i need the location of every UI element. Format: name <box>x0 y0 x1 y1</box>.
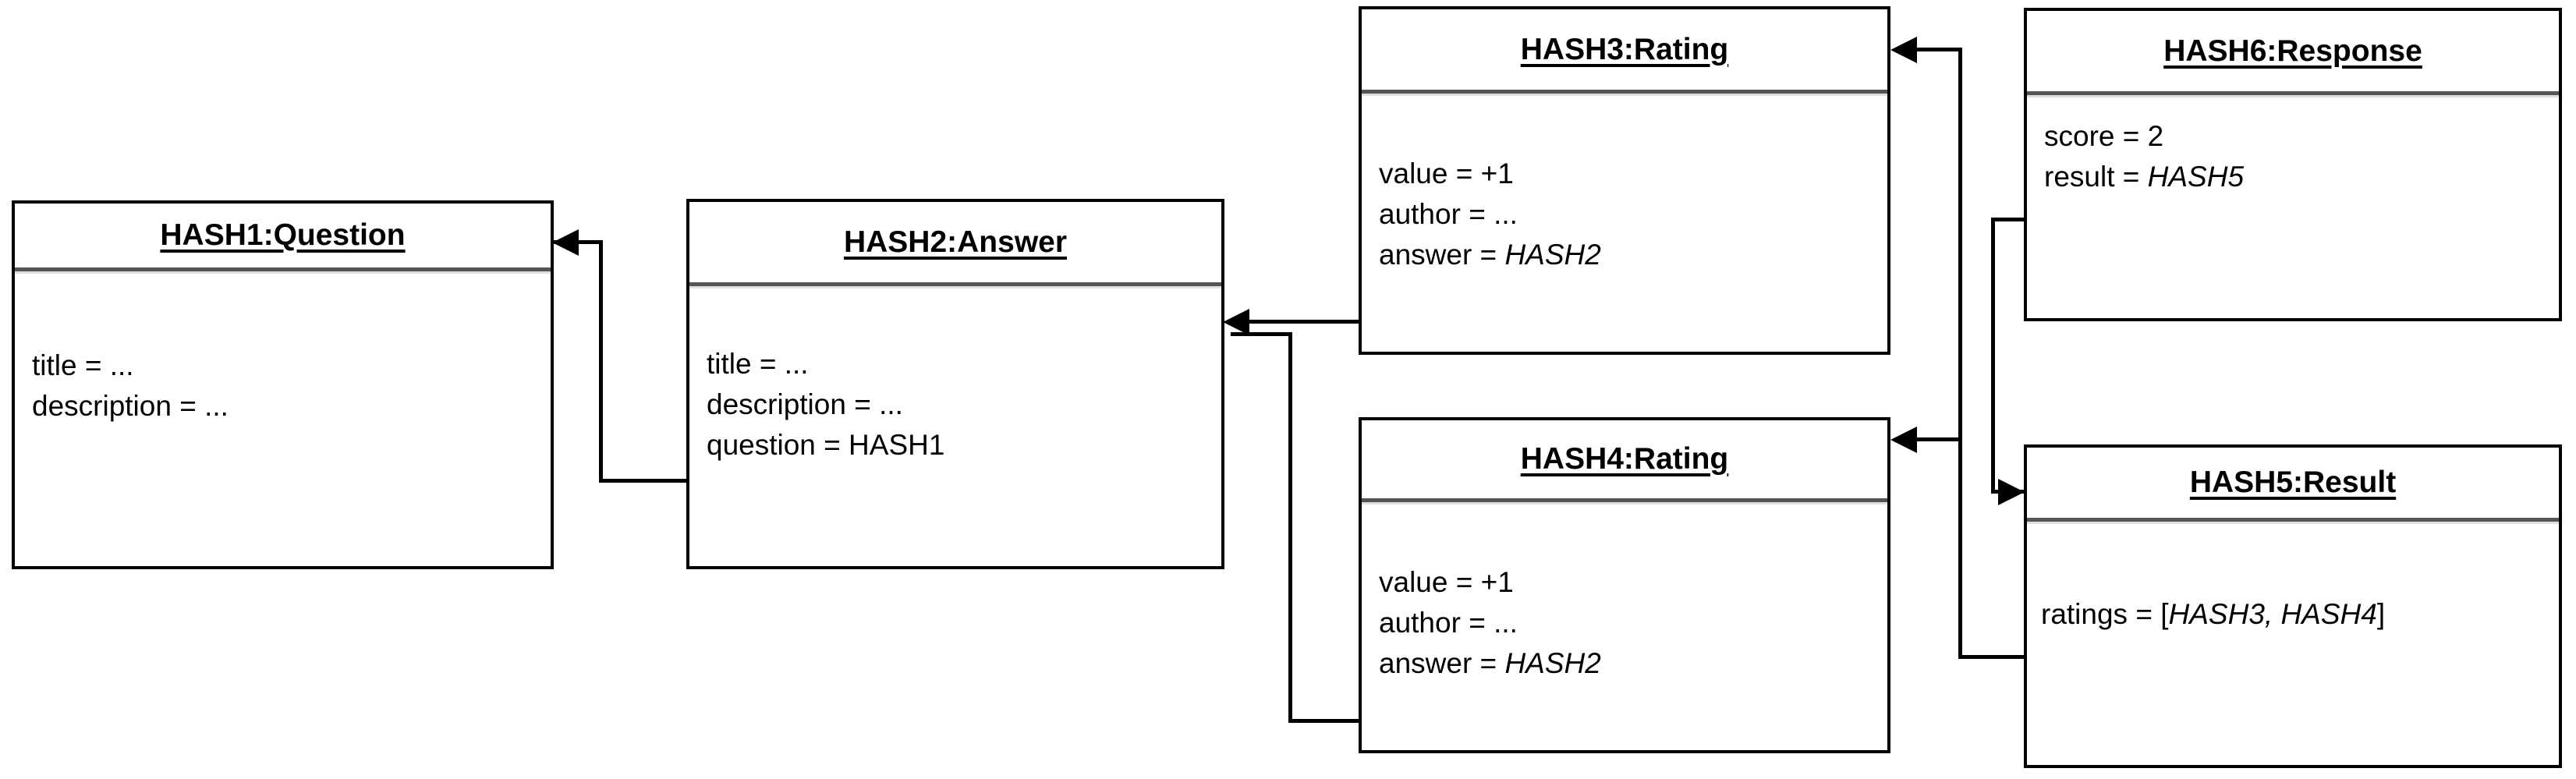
attribute-result-ref: HASH5 <box>2147 161 2245 193</box>
link-hash2-hash1-segment-vertical <box>599 240 603 483</box>
object-divider-hash4 <box>1362 498 1887 505</box>
attribute-value: value = +1 <box>1379 158 1514 189</box>
object-attributes-hash2: title = ... description = ... question =… <box>707 344 1214 466</box>
object-attributes-hash3: value = +1 author = ... answer = HASH2 <box>1379 154 1880 275</box>
object-attributes-hash5: ratings = [HASH3, HASH4] <box>2041 594 2551 635</box>
link-hash4-hash2-segment-bottom <box>1288 719 1362 723</box>
object-divider-hash1 <box>15 267 551 274</box>
attribute-author: author = ... <box>1379 198 1518 230</box>
object-header-hash5: HASH5:Result <box>2027 448 2559 518</box>
object-attributes-hash4: value = +1 author = ... answer = HASH2 <box>1379 562 1880 684</box>
attribute-ratings-prefix: ratings = [ <box>2041 598 2169 630</box>
attribute-answer-label: answer = <box>1379 239 1505 271</box>
link-hash3-hash2-segment <box>1248 320 1361 324</box>
object-box-hash4[interactable]: HASH4:Rating value = +1 author = ... ans… <box>1359 417 1890 753</box>
attribute-title: title = ... <box>32 349 134 381</box>
link-hash2-hash1-arrowhead <box>552 229 579 256</box>
attribute-description: description = ... <box>32 390 229 422</box>
object-divider-hash2 <box>689 282 1221 289</box>
object-divider-hash5 <box>2027 518 2559 524</box>
object-title-hash4: HASH4:Rating <box>1520 442 1729 476</box>
object-box-hash6[interactable]: HASH6:Response score = 2 result = HASH5 <box>2024 8 2562 321</box>
link-hash5-ratings-segment-vertical <box>1958 48 1962 659</box>
link-hash5-ratings-segment-bottom <box>1958 655 2028 659</box>
attribute-description: description = ... <box>707 388 903 420</box>
link-hash5-hash3-arrowhead <box>1890 37 1917 63</box>
attribute-result: result = HASH5 <box>2044 157 2551 197</box>
object-title-hash3: HASH3:Rating <box>1520 32 1729 66</box>
attribute-question: question = HASH1 <box>707 429 945 461</box>
link-hash4-hash2-segment-top <box>1231 332 1292 336</box>
object-box-hash5[interactable]: HASH5:Result ratings = [HASH3, HASH4] <box>2024 444 2562 768</box>
object-header-hash4: HASH4:Rating <box>1362 420 1887 498</box>
attribute-ratings-ref: HASH3, HASH4 <box>2168 598 2377 630</box>
object-title-hash2: HASH2:Answer <box>843 225 1068 259</box>
object-attributes-hash6: score = 2 result = HASH5 <box>2044 116 2551 197</box>
object-box-hash2[interactable]: HASH2:Answer title = ... description = .… <box>686 199 1224 569</box>
attribute-value: value = +1 <box>1379 566 1514 598</box>
attribute-author: author = ... <box>1379 607 1518 639</box>
attribute-answer-ref: HASH2 <box>1504 239 1601 271</box>
object-divider-hash3 <box>1362 90 1887 96</box>
link-hash5-hash4-segment <box>1917 437 1961 441</box>
link-hash5-hash4-arrowhead <box>1890 427 1917 453</box>
object-divider-hash6 <box>2027 91 2559 97</box>
link-hash6-hash5-segment-vertical <box>1991 218 1995 492</box>
attribute-title: title = ... <box>707 348 809 380</box>
attribute-answer: answer = HASH2 <box>1379 235 1880 275</box>
object-header-hash3: HASH3:Rating <box>1362 9 1887 90</box>
object-box-hash1[interactable]: HASH1:Question title = ... description =… <box>12 200 554 569</box>
link-hash4-hash2-segment-vertical <box>1288 332 1292 723</box>
object-title-hash1: HASH1:Question <box>160 218 406 252</box>
attribute-answer: answer = HASH2 <box>1379 643 1880 684</box>
object-title-hash5: HASH5:Result <box>2189 466 2397 499</box>
object-header-hash2: HASH2:Answer <box>689 202 1221 282</box>
link-hash6-hash5-segment-top <box>1991 218 2028 221</box>
link-hash5-hash3-segment <box>1917 48 1961 51</box>
object-title-hash6: HASH6:Response <box>2163 34 2422 68</box>
attribute-score: score = 2 <box>2044 120 2164 152</box>
attribute-ratings: ratings = [HASH3, HASH4] <box>2041 594 2551 635</box>
object-header-hash6: HASH6:Response <box>2027 11 2559 91</box>
object-attributes-hash1: title = ... description = ... <box>32 345 543 427</box>
link-hash2-hash1-segment-bottom <box>599 479 689 483</box>
link-hash3-hash2-arrowhead <box>1223 309 1249 335</box>
attribute-ratings-suffix: ] <box>2376 598 2386 630</box>
link-hash6-hash5-arrowhead <box>1998 479 2025 505</box>
attribute-answer-label: answer = <box>1379 647 1505 679</box>
object-box-hash3[interactable]: HASH3:Rating value = +1 author = ... ans… <box>1359 6 1890 355</box>
attribute-result-label: result = <box>2044 161 2148 193</box>
attribute-answer-ref: HASH2 <box>1504 647 1601 679</box>
object-header-hash1: HASH1:Question <box>15 204 551 267</box>
